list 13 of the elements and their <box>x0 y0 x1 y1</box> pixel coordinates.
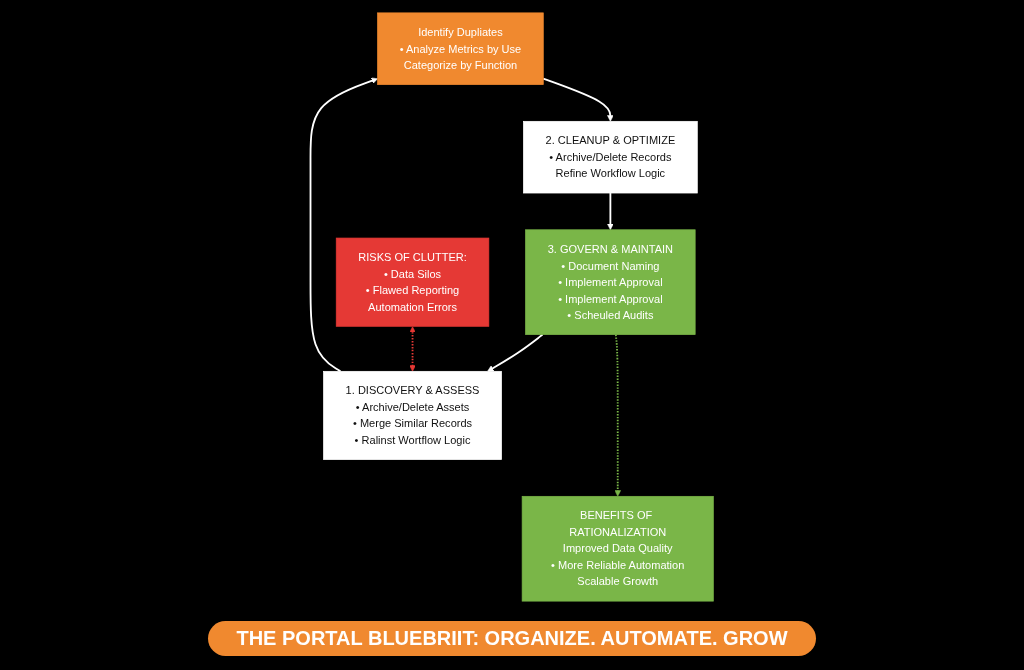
node-box: BENEFITS OF RATIONALIZATION Improved Data Quality • More Reliable Automation Scalable Growth <box>521 495 714 601</box>
node-box: 1. DISCOVERY & ASSESS • Archive/Delete Assets • Merge Similar Records • Ralinst Wortflow Logic <box>323 370 502 460</box>
arrow <box>542 77 614 122</box>
node-box: 3. GOVERN & MAINTAIN • Document Naming • Implement Approval • Implement Approval • Scheuled Audits <box>525 228 696 335</box>
node-box: RISKS OF CLUTTER: • Data Silos • Flawed Reporting Automation Errors <box>335 237 490 327</box>
node-box: Identify Dupliates • Analyze Metrics by Use Categorize by Function <box>377 12 544 85</box>
arrow <box>409 325 416 372</box>
node-box: 2. CLEANUP & OPTIMIZE • Archive/Delete Records Refine Workflow Logic <box>523 120 698 193</box>
arrow <box>309 77 378 372</box>
arrow <box>487 333 544 372</box>
title-banner: THE PORTAL BLUEBRIIT: ORGANIZE. AUTOMATE. GROW <box>208 621 816 656</box>
arrow <box>607 191 614 230</box>
arrow <box>614 333 622 497</box>
